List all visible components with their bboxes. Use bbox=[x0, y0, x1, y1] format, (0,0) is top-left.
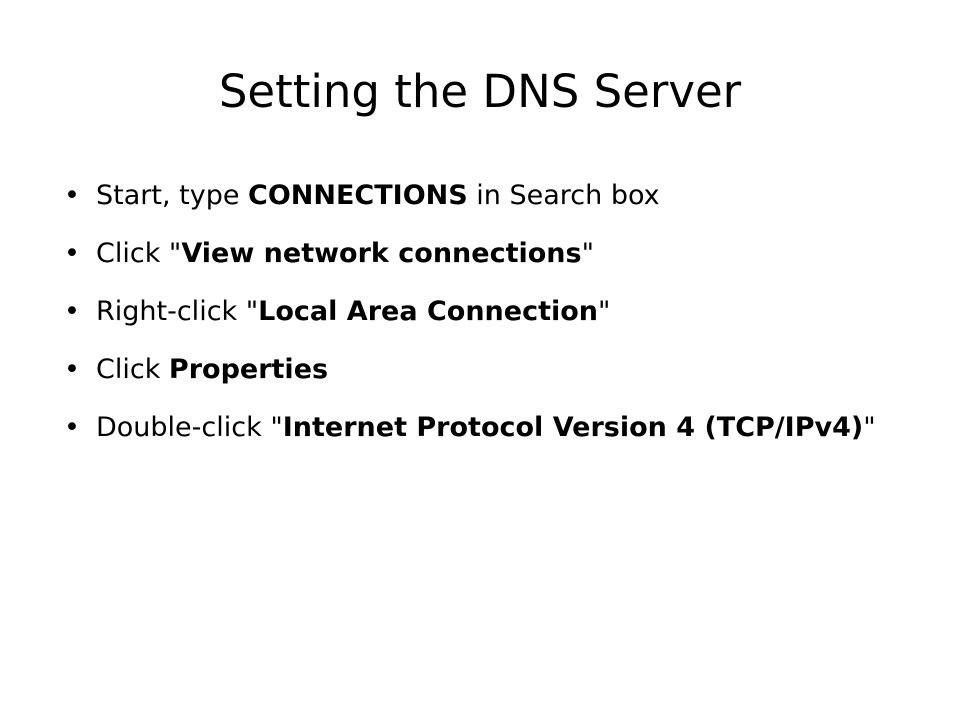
bullet-segment-bold: CONNECTIONS bbox=[248, 180, 468, 211]
bullet-item: • Right-click "Local Area Connection" bbox=[60, 292, 920, 332]
bullet-dot-icon: • bbox=[64, 354, 80, 385]
bullet-segment-bold: Properties bbox=[168, 354, 329, 385]
bullet-segment: " bbox=[598, 296, 611, 327]
bullet-segment: Start, type bbox=[96, 180, 249, 211]
bullet-dot-icon: • bbox=[64, 412, 80, 443]
bullet-text: Start, type CONNECTIONS in Search box bbox=[96, 176, 920, 216]
bullet-text: Click Properties bbox=[96, 350, 920, 390]
bullet-text: Double-click "Internet Protocol Version … bbox=[96, 408, 920, 448]
bullet-segment-bold: View network connections bbox=[181, 238, 582, 269]
bullet-segment: " bbox=[581, 238, 595, 269]
bullet-segment: Double-click " bbox=[96, 412, 283, 443]
bullet-list: • Start, type CONNECTIONS in Search box … bbox=[60, 176, 920, 466]
slide-title: Setting the DNS Server bbox=[218, 65, 742, 118]
bullet-item: • Click Properties bbox=[60, 350, 920, 390]
bullet-text: Right-click "Local Area Connection" bbox=[96, 292, 920, 332]
bullet-segment: Click " bbox=[96, 238, 182, 269]
bullet-segment: Right-click " bbox=[96, 296, 259, 327]
bullet-dot-icon: • bbox=[64, 180, 80, 211]
bullet-segment-bold: Internet Protocol Version 4 (TCP/IPv4) bbox=[282, 412, 864, 443]
bullet-dot-icon: • bbox=[64, 296, 80, 327]
bullet-segment: in Search box bbox=[467, 180, 660, 211]
bullet-segment: " bbox=[863, 412, 876, 443]
bullet-text: Click "View network connections" bbox=[96, 234, 920, 274]
bullet-item: • Click "View network connections" bbox=[60, 234, 920, 274]
bullet-dot-icon: • bbox=[64, 238, 80, 269]
bullet-item: • Start, type CONNECTIONS in Search box bbox=[60, 176, 920, 216]
bullet-item: • Double-click "Internet Protocol Versio… bbox=[60, 408, 920, 448]
bullet-segment-bold: Local Area Connection bbox=[258, 296, 599, 327]
bullet-segment: Click bbox=[96, 354, 169, 385]
